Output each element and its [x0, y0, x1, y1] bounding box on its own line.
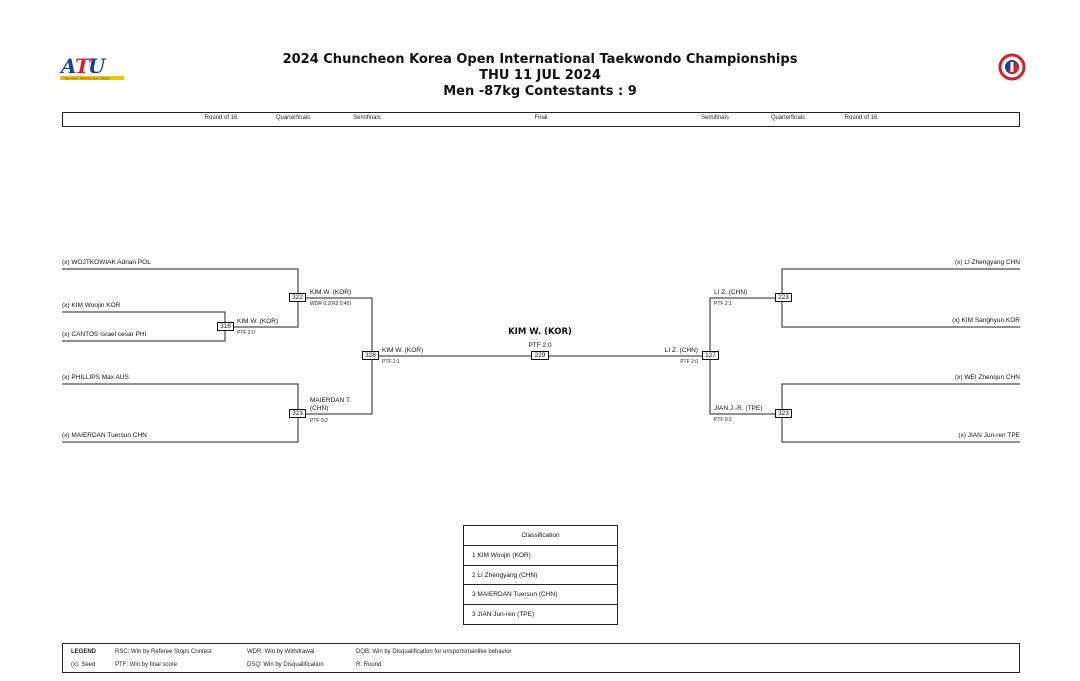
legend-item: DSQ: Win by Disqualification: [247, 662, 324, 668]
legend-item: R: Round: [356, 662, 382, 668]
svg-text:THE ASIAN TAEKWONDO UNION: THE ASIAN TAEKWONDO UNION: [63, 77, 109, 81]
round-label: Quarterfinals: [770, 115, 806, 121]
match-number: 322: [289, 293, 306, 302]
match-number: 316: [217, 322, 234, 331]
competitor-name: (x) JIAN Jun-ren TPE: [958, 432, 1020, 439]
match-winner: KIM W. (KOR): [382, 347, 424, 354]
round-label: Quarterfinals: [275, 115, 311, 121]
match-result: PTF 2:1: [714, 301, 732, 307]
match-winner: LI Z. (CHN): [714, 289, 748, 296]
classification-row: 3 JIAN Jun-ren (TPE): [472, 610, 535, 618]
match-number: 223: [775, 293, 792, 302]
round-label: Semifinals: [701, 115, 729, 121]
classification-row: 2 LI Zhengyang (CHN): [464, 566, 617, 585]
legend-box: LEGEND (x): Seed RSC: Win by Referee Sto…: [62, 643, 1020, 673]
match-result: WDR 0:2(R2 0:40): [310, 301, 352, 307]
match-number: 229: [531, 351, 549, 360]
match-result: PTF 0:2: [714, 417, 732, 423]
federation-emblem-icon: [998, 53, 1026, 81]
legend-item: (x): Seed: [71, 662, 96, 668]
competitor-name: (x) WOJTKOWIAK Adrian POL: [62, 259, 151, 266]
match-winner: LI Z. (CHN): [664, 347, 698, 354]
final-winner: KIM W. (KOR): [508, 327, 572, 337]
match-result: PTF 2:1: [382, 359, 400, 365]
round-label: Semifinals: [353, 115, 381, 121]
match-number: 323: [775, 409, 792, 418]
legend-item: RSC: Win by Referee Stops Contest: [115, 649, 212, 655]
classification-table: Classification 1 KIM Woojin (KOR) 2 LI Z…: [463, 525, 618, 625]
match-winner: KIM W. (KOR): [310, 289, 352, 296]
match-result: PTF 0:2: [310, 418, 328, 424]
match-winner: MAIERDAN T.: [310, 397, 352, 404]
svg-text:U: U: [88, 54, 107, 78]
competitor-name: (x) MAIERDAN Tuersun CHN: [62, 432, 147, 439]
competitor-name: (x) CANTOS Israel cesar PHI: [62, 331, 147, 338]
competitor-name: (x) LI Zhengyang CHN: [954, 259, 1020, 266]
round-label: Final: [534, 115, 548, 121]
atu-logo: A T U THE ASIAN TAEKWONDO UNION: [58, 54, 128, 84]
event-date: THU 11 JUL 2024: [479, 68, 601, 83]
round-label: Round of 16: [204, 115, 238, 121]
match-result: PTF 2:0: [680, 359, 698, 365]
svg-text:T: T: [75, 54, 92, 78]
match-result: PTF 2:0: [237, 330, 255, 336]
final-result: PTF 2:0: [528, 342, 552, 349]
match-number: 127: [702, 351, 719, 360]
match-winner: JIAN J.-R. (TPE): [714, 405, 763, 412]
legend-title: LEGEND: [71, 649, 97, 655]
match-number: 328: [362, 351, 379, 360]
competitor-name: (x) WEI Zhenqun CHN: [954, 374, 1020, 381]
event-title: 2024 Chuncheon Korea Open International …: [282, 52, 798, 67]
competitor-name: (x) PHILLIPS Max AUS: [62, 374, 129, 381]
classification-row: 1 KIM Woojin (KOR): [464, 546, 617, 566]
round-label: Round of 16: [844, 115, 878, 121]
rounds-header-bar: Round of 16 Quarterfinals Semifinals Fin…: [62, 112, 1020, 127]
svg-text:A: A: [59, 54, 77, 78]
classification-row: 3 MAIERDAN Tuersun (CHN): [464, 585, 617, 605]
competitor-name: (x) KIM Woojin KOR: [62, 302, 121, 309]
legend-item: WDR: Win by Withdrawal: [247, 649, 315, 655]
competitor-name: (x) KIM Sanghyun KOR: [952, 317, 1020, 324]
classification-title: Classification: [464, 526, 617, 546]
legend-item: PTF: Win by final score: [115, 662, 178, 668]
legend-item: DQB: Win by Disqualification for unsport…: [356, 649, 512, 655]
division-title: Men -87kg Contestants : 9: [443, 84, 637, 99]
match-winner: KIM W. (KOR): [237, 318, 279, 325]
match-winner: (CHN): [310, 405, 329, 412]
match-number: 323: [289, 409, 306, 418]
